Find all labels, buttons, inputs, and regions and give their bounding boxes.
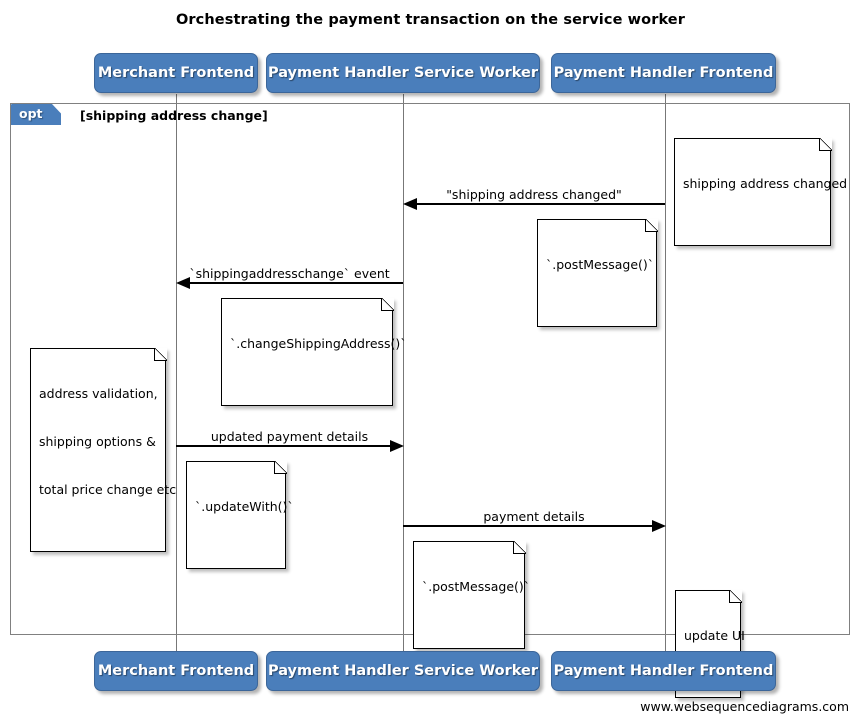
- message-label-shippingaddresschange-event: `shippingaddresschange` event: [189, 266, 390, 281]
- participant-payment-handler-frontend-top[interactable]: Payment Handler Frontend: [551, 53, 776, 93]
- note-line: `.changeShippingAddress()`: [230, 336, 407, 351]
- note-fold-corner-icon: [819, 138, 832, 151]
- watermark-url: www.websequencediagrams.com: [640, 699, 849, 714]
- lifeline-payment-handler-service-worker: [403, 94, 404, 635]
- participant-payment-handler-service-worker-top[interactable]: Payment Handler Service Worker: [266, 53, 540, 93]
- message-line-payment-details: [403, 525, 654, 527]
- participant-label: Payment Handler Service Worker: [267, 65, 539, 81]
- message-arrowhead-left-icon: [403, 198, 417, 210]
- participant-merchant-frontend-bottom[interactable]: Merchant Frontend: [94, 651, 258, 691]
- lifeline-merchant-frontend-bottom: [176, 635, 177, 652]
- note-fold-corner-icon: [513, 541, 526, 554]
- note-line: `.updateWith()`: [195, 499, 294, 514]
- message-arrowhead-left-icon: [176, 277, 190, 289]
- message-line-shipping-address-changed: [409, 203, 665, 205]
- lifeline-payment-handler-frontend: [665, 94, 666, 635]
- note-line: `.postMessage()`: [422, 579, 531, 594]
- message-label-updated-payment-details: updated payment details: [210, 429, 369, 444]
- message-line-shippingaddresschange-event: [182, 282, 403, 284]
- participant-label: Merchant Frontend: [97, 65, 255, 81]
- note-update-with: `.updateWith()`: [186, 461, 294, 569]
- note-change-shipping-address: `.changeShippingAddress()`: [221, 298, 407, 406]
- message-line-updated-payment-details: [176, 445, 392, 447]
- note-line: shipping options &: [39, 434, 156, 449]
- participant-label: Payment Handler Frontend: [553, 65, 774, 81]
- participant-label: Payment Handler Frontend: [553, 663, 774, 679]
- note-fold-corner-icon: [645, 219, 658, 232]
- participant-label: Merchant Frontend: [97, 663, 255, 679]
- participant-merchant-frontend-top[interactable]: Merchant Frontend: [94, 53, 258, 93]
- note-fold-corner-icon: [274, 461, 287, 474]
- participant-payment-handler-frontend-bottom[interactable]: Payment Handler Frontend: [551, 651, 776, 691]
- note-line: total price change etc: [39, 482, 177, 497]
- lifeline-payment-handler-frontend-bottom: [665, 635, 666, 652]
- note-fold-corner-icon: [154, 348, 167, 361]
- message-label-shipping-address-changed: "shipping address changed": [446, 187, 622, 202]
- message-arrowhead-right-icon: [652, 520, 666, 532]
- note-line: shipping address changed: [683, 176, 848, 191]
- lifeline-merchant-frontend: [176, 94, 177, 635]
- message-arrowhead-right-icon: [390, 440, 404, 452]
- participant-label: Payment Handler Service Worker: [267, 663, 539, 679]
- note-post-message-1: `.postMessage()`: [537, 219, 658, 327]
- note-fold-corner-icon: [729, 590, 742, 603]
- diagram-title: Orchestrating the payment transaction on…: [176, 12, 685, 28]
- fragment-opt-guard: [shipping address change]: [80, 108, 268, 123]
- note-line: `.postMessage()`: [546, 257, 655, 272]
- note-line: update UI: [684, 628, 745, 643]
- note-address-validation: address validation, shipping options & t…: [30, 348, 177, 552]
- lifeline-payment-handler-service-worker-bottom: [403, 635, 404, 652]
- participant-payment-handler-service-worker-bottom[interactable]: Payment Handler Service Worker: [266, 651, 540, 691]
- message-label-payment-details: payment details: [483, 509, 585, 524]
- note-shipping-address-changed: shipping address changed: [674, 138, 848, 246]
- note-line: address validation,: [39, 386, 158, 401]
- note-post-message-2: `.postMessage()`: [413, 541, 531, 649]
- fragment-opt-tab: opt: [11, 104, 61, 125]
- note-fold-corner-icon: [381, 298, 394, 311]
